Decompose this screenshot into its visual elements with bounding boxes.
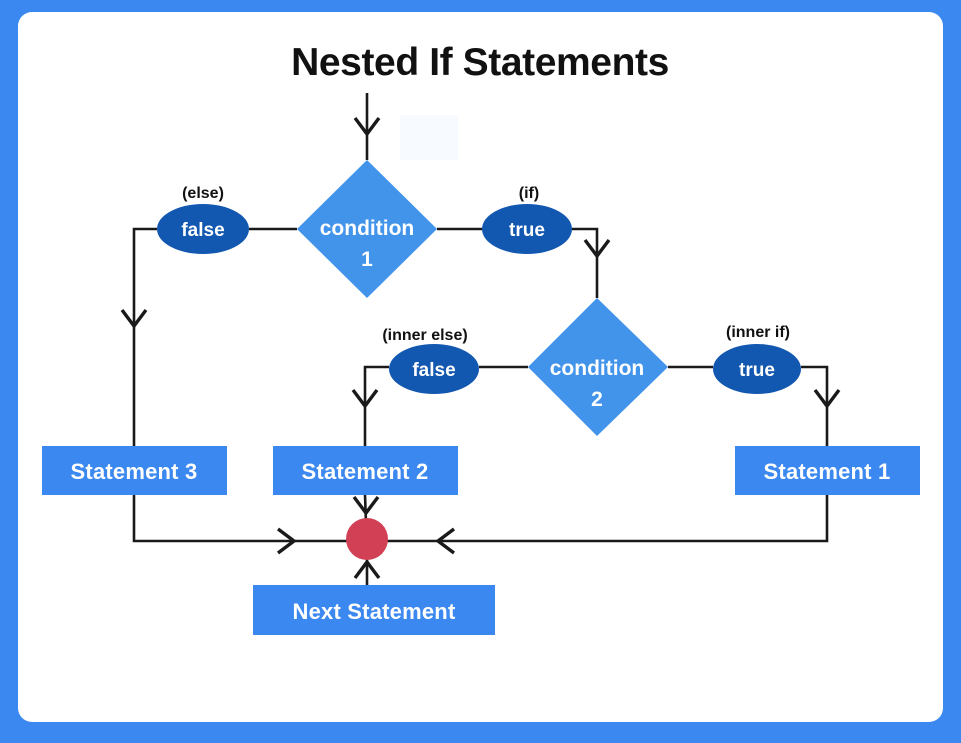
- arrowhead-true1-down: [583, 238, 611, 259]
- edge-stmt3-to-merge: [132, 495, 367, 543]
- node-cond1[interactable]: condition 1: [297, 160, 437, 298]
- diamond-condition-1[interactable]: [297, 160, 437, 298]
- edge-group: [120, 93, 841, 585]
- edge-stmt1-to-merge: [367, 495, 829, 543]
- box-statement-1-label: Statement 1: [764, 459, 891, 484]
- box-next-statement[interactable]: [253, 585, 495, 635]
- edge-true1-to-cond2: [572, 227, 599, 298]
- branch-label-else: (else): [182, 185, 224, 202]
- page-title: Nested If Statements: [291, 41, 669, 84]
- node-false-outer[interactable]: false: [157, 204, 249, 254]
- node-statement-2[interactable]: Statement 2: [273, 446, 458, 495]
- node-next-statement[interactable]: Next Statement: [253, 585, 495, 635]
- box-next-statement-label: Next Statement: [293, 599, 456, 624]
- node-true-outer[interactable]: true: [482, 204, 572, 254]
- decorative-ghost-rect: [400, 115, 458, 160]
- box-statement-3[interactable]: [42, 446, 227, 495]
- branch-label-if: (if): [519, 185, 539, 202]
- edge-false1-to-stmt3: [132, 227, 157, 446]
- merge-node-circle[interactable]: [346, 518, 388, 560]
- edge-true2-to-stmt1: [801, 365, 829, 446]
- diamond-condition-2[interactable]: [528, 298, 668, 436]
- node-true-inner[interactable]: true: [713, 344, 801, 394]
- arrowhead-right-rail: [435, 527, 456, 555]
- arrowhead-stmt2-down: [352, 495, 380, 516]
- ellipse-true-outer[interactable]: [482, 204, 572, 254]
- node-false-inner[interactable]: false: [389, 344, 479, 394]
- diamond-condition-1-label-line1: condition: [320, 217, 414, 240]
- ellipse-false-inner[interactable]: [389, 344, 479, 394]
- node-statement-3[interactable]: Statement 3: [42, 446, 227, 495]
- branch-label-inner-else: (inner else): [382, 327, 467, 344]
- arrowhead-false2-down: [351, 388, 379, 409]
- ellipse-true-inner[interactable]: [713, 344, 801, 394]
- ellipse-true-outer-label: true: [509, 220, 545, 241]
- box-statement-2[interactable]: [273, 446, 458, 495]
- ellipse-false-inner-label: false: [412, 360, 455, 381]
- arrowhead-left-rail: [276, 527, 297, 555]
- arrowhead-next-up: [353, 559, 381, 580]
- box-statement-2-label: Statement 2: [302, 459, 429, 484]
- edge-false2-to-stmt2: [363, 365, 389, 446]
- ellipse-false-outer[interactable]: [157, 204, 249, 254]
- box-statement-3-label: Statement 3: [71, 459, 198, 484]
- node-statement-1[interactable]: Statement 1: [735, 446, 920, 495]
- ellipse-true-inner-label: true: [739, 360, 775, 381]
- arrowhead-true2-down: [813, 388, 841, 409]
- diamond-condition-2-label-line2: 2: [591, 388, 603, 411]
- branch-label-inner-if: (inner if): [726, 324, 790, 341]
- arrowhead-false1-down: [120, 308, 148, 329]
- box-statement-1[interactable]: [735, 446, 920, 495]
- arrowhead-entry: [353, 116, 381, 137]
- ellipse-false-outer-label: false: [181, 220, 224, 241]
- diamond-condition-2-label-line1: condition: [550, 357, 644, 380]
- diamond-condition-1-label-line2: 1: [361, 248, 373, 271]
- node-cond2[interactable]: condition 2: [528, 298, 668, 436]
